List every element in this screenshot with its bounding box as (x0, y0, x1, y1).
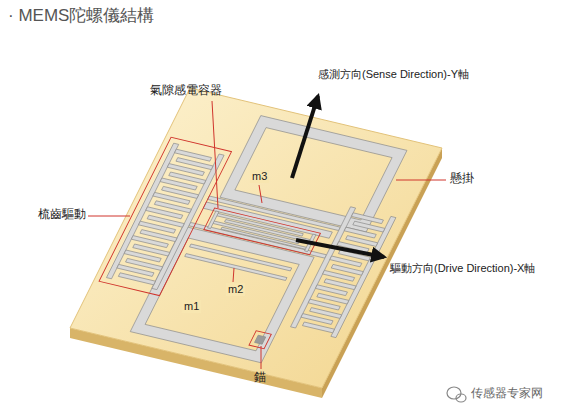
drive-arrow (296, 240, 384, 257)
part-label: 錨 (254, 371, 266, 385)
part-label: 懸掛 (450, 172, 474, 186)
part-label: 梳齒驅動 (38, 208, 86, 222)
substrate-plate (70, 88, 442, 388)
part-label: 氣隙感電容器 (150, 84, 222, 98)
mass-label: m2 (226, 283, 245, 296)
mems-structure (80, 99, 427, 376)
direction-label: 感測方向(Sense Direction)-Y軸 (318, 68, 469, 81)
leader-lines (88, 101, 446, 369)
direction-label: 驅動方向(Drive Direction)-X軸 (390, 262, 535, 275)
mass-label: m1 (182, 300, 201, 313)
watermark-icon (447, 387, 466, 402)
diagram-title: · MEMS陀螺儀結構 (8, 6, 154, 26)
sense-arrow (292, 96, 318, 178)
mass-label: m3 (250, 170, 269, 183)
watermark: 传感器专家网 (471, 387, 543, 401)
